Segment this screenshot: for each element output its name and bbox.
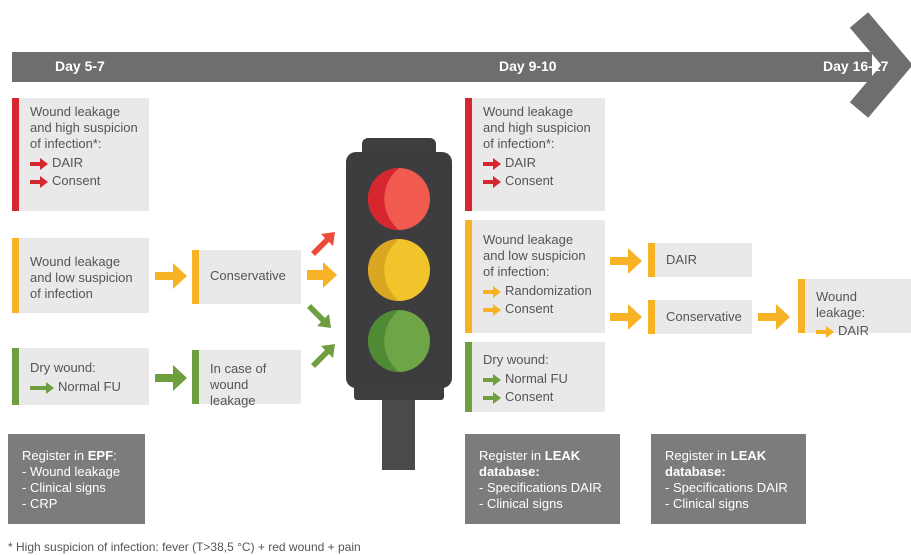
register-text: Register in <box>479 448 545 463</box>
arrow-right-icon <box>483 303 501 316</box>
box-text: of infection*: <box>30 136 102 151</box>
box-text: and low suspicion <box>483 248 586 263</box>
box-text: Wound leakage <box>30 254 121 269</box>
timeline-bar <box>12 52 872 82</box>
day-16-17-label: Day 16-17 <box>823 58 889 74</box>
yellow-bar <box>192 250 199 304</box>
box-text: Dry wound: <box>483 352 549 367</box>
box-text: Wound leakage <box>483 232 574 247</box>
arrow-group-icon <box>307 232 337 368</box>
box-text: and low suspicion <box>30 270 133 285</box>
col3-low-suspicion-box: Wound leakage and low suspicion of infec… <box>465 220 605 333</box>
arrow-right-icon <box>483 175 501 188</box>
box-text: Consent <box>505 173 554 188</box>
arrow-right-icon <box>30 157 48 170</box>
arrow-up-right-icon <box>311 232 335 256</box>
arrow-right-icon <box>483 373 501 386</box>
col1-high-suspicion-box: Wound leakage and high suspicion of infe… <box>12 98 149 211</box>
arrow-right-icon <box>155 365 187 391</box>
box-text: wound leakage <box>210 377 256 408</box>
arrow-right-icon <box>30 381 54 394</box>
box-text: Consent <box>505 301 554 316</box>
box-text: Wound leakage <box>30 104 121 119</box>
box-text: and high suspicion <box>30 120 138 135</box>
box-text: of infection <box>30 286 93 301</box>
col1-dry-wound-box: Dry wound: Normal FU <box>12 348 149 405</box>
col5-wound-leakage-box: Wound leakage: DAIR <box>798 279 911 338</box>
register-item: - CRP <box>22 496 58 511</box>
arrow-right-icon <box>307 262 337 288</box>
box-text: Conservative <box>666 309 742 324</box>
col3-dry-wound-box: Dry wound: Normal FU Consent <box>465 342 605 412</box>
register-bold: database: <box>665 464 726 479</box>
day-9-10-label: Day 9-10 <box>499 58 557 74</box>
box-text: Randomization <box>505 283 592 298</box>
register-bold: LEAK <box>730 448 767 463</box>
arrow-up-right-icon <box>311 344 335 368</box>
arrow-down-right-icon <box>307 304 331 328</box>
register-item: - Clinical signs <box>479 496 563 511</box>
yellow-bar <box>465 220 472 333</box>
register-item: - Specifications DAIR <box>665 480 788 495</box>
box-text: Normal FU <box>58 379 121 394</box>
red-bar <box>465 98 472 211</box>
box-text: of infection: <box>483 264 550 279</box>
yellow-bar <box>12 238 19 313</box>
arrow-right-icon <box>610 304 642 330</box>
col2-conservative-box: Conservative <box>192 250 301 304</box>
box-text: Consent <box>505 389 554 404</box>
box-text: Conservative <box>210 268 286 283</box>
arrow-right-icon <box>816 325 834 338</box>
box-text: DAIR <box>838 323 870 338</box>
register-leak-box-1: Register in LEAK database: - Specificati… <box>465 434 620 524</box>
box-text: of infection*: <box>483 136 555 151</box>
register-bold: database: <box>479 464 540 479</box>
col4-dair-box: DAIR <box>648 243 752 277</box>
register-text: Register in <box>665 448 731 463</box>
box-text: In case of <box>210 361 267 376</box>
box-text: Dry wound: <box>30 360 96 375</box>
register-item: - Wound leakage <box>22 464 121 479</box>
register-item: - Clinical signs <box>665 496 749 511</box>
register-text: Register in <box>22 448 88 463</box>
box-text: and high suspicion <box>483 120 591 135</box>
arrow-right-icon <box>483 285 501 298</box>
day-5-7-label: Day 5-7 <box>55 58 105 74</box>
yellow-bar <box>798 279 805 333</box>
arrow-right-icon <box>610 248 642 274</box>
register-bold: EPF <box>87 448 114 463</box>
green-bar <box>192 350 199 404</box>
arrow-right-icon <box>483 391 501 404</box>
footnote: * High suspicion of infection: fever (T>… <box>8 540 361 554</box>
arrow-right-icon <box>30 175 48 188</box>
red-bar <box>12 98 19 211</box>
box-text: Normal FU <box>505 371 568 386</box>
green-bar <box>12 348 19 405</box>
box-text: Wound leakage <box>483 104 574 119</box>
traffic-light-icon <box>346 138 452 470</box>
timeline-arrow-icon <box>849 12 911 118</box>
register-epf-box: Register in EPF: - Wound leakage - Clini… <box>8 434 145 524</box>
box-text: Wound leakage: <box>816 289 866 320</box>
register-text: : <box>113 448 117 463</box>
col2-in-case-box: In case of wound leakage <box>192 350 301 408</box>
yellow-bar <box>648 300 655 334</box>
register-item: - Specifications DAIR <box>479 480 602 495</box>
col3-high-suspicion-box: Wound leakage and high suspicion of infe… <box>465 98 605 211</box>
col4-conservative-box: Conservative <box>648 300 752 334</box>
arrow-right-icon <box>483 157 501 170</box>
box-text: DAIR <box>666 252 698 267</box>
col1-low-suspicion-box: Wound leakage and low suspicion of infec… <box>12 238 149 313</box>
green-bar <box>465 342 472 412</box>
arrow-right-icon <box>758 304 790 330</box>
register-item: - Clinical signs <box>22 480 106 495</box>
register-leak-box-2: Register in LEAK database: - Specificati… <box>651 434 806 524</box>
yellow-bar <box>648 243 655 277</box>
box-text: DAIR <box>52 155 84 170</box>
arrow-right-icon <box>155 263 187 289</box>
box-text: Consent <box>52 173 101 188</box>
register-bold: LEAK <box>544 448 581 463</box>
box-text: DAIR <box>505 155 537 170</box>
